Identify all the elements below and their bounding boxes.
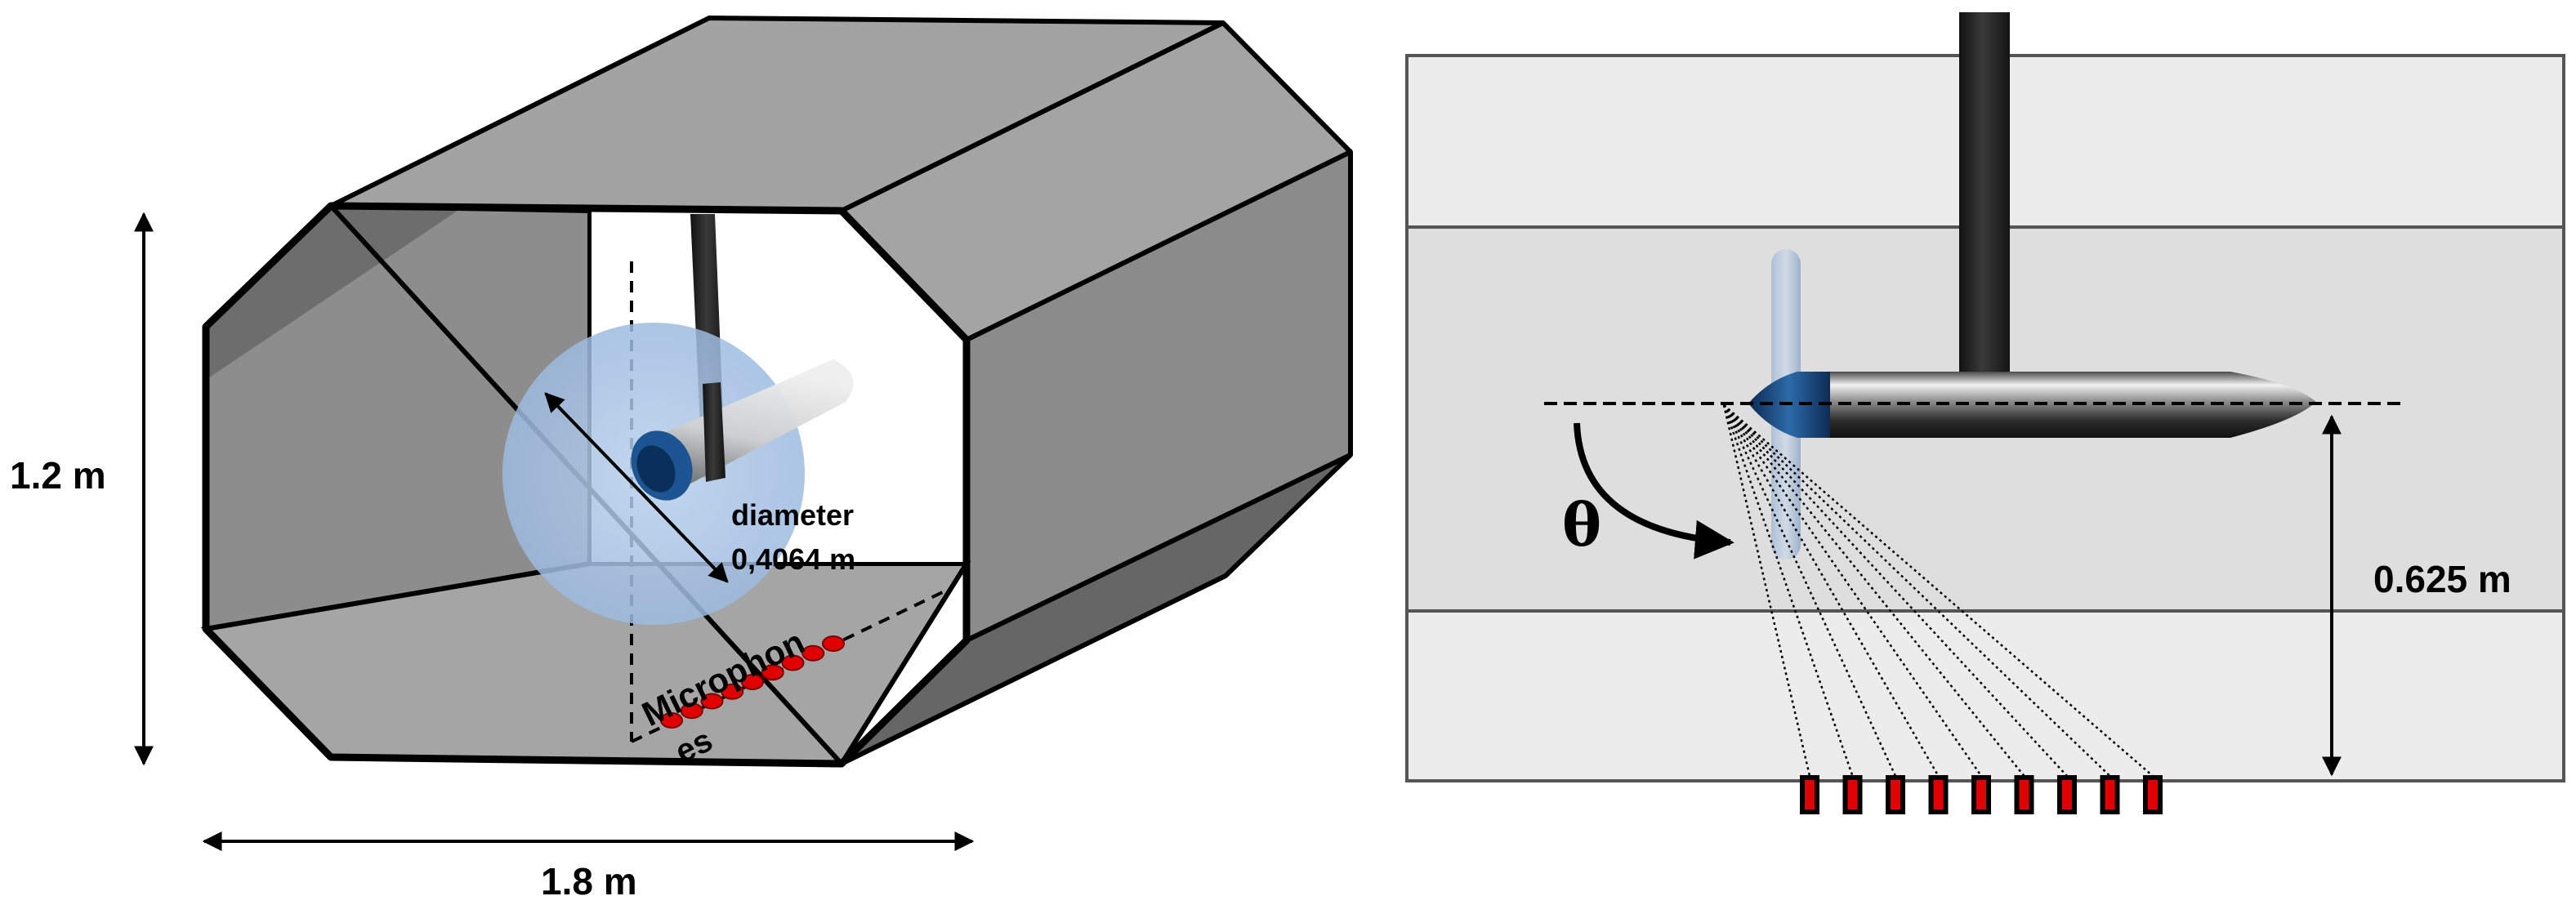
microphone-3d	[741, 674, 764, 690]
microphone-array-3d	[660, 635, 845, 729]
acoustic-ray	[1722, 404, 1854, 777]
height-label: 1.2 m	[10, 454, 106, 497]
distance-label: 0.625 m	[2373, 558, 2511, 600]
acoustic-ray	[1722, 404, 1811, 777]
width-label: 1.8 m	[541, 860, 637, 903]
microphone-side	[2014, 775, 2034, 814]
microphone-side	[1928, 775, 1949, 814]
microphone-3d	[801, 644, 825, 662]
diameter-label-line1: diameter	[731, 498, 854, 532]
microphone-3d	[660, 712, 683, 729]
acoustic-ray-lines	[1722, 404, 2154, 777]
wind-tunnel-3d-view: diameter 0,4064 m Microphon es 1.2 m 1.8…	[10, 16, 1354, 903]
microphone-side	[1800, 775, 1819, 814]
microphone-3d	[761, 664, 784, 681]
wind-tunnel-side-view: θ 0.625 m	[1405, 12, 2565, 814]
acoustic-ray	[1723, 404, 2111, 777]
diameter-arrow	[544, 392, 729, 583]
microphone-side	[2057, 775, 2077, 814]
microphone-side	[1886, 775, 1905, 814]
microphone-side	[2100, 775, 2120, 814]
microphone-3d	[700, 693, 724, 710]
acoustic-ray	[1723, 404, 2068, 777]
diameter-label-line2: 0,4064 m	[731, 542, 855, 576]
acoustic-ray	[1722, 404, 1983, 777]
microphone-array-side	[1800, 775, 2163, 814]
sting-side	[1959, 12, 2010, 378]
microphone-3d	[822, 635, 845, 652]
microphone-3d	[680, 702, 703, 720]
angle-arc	[1574, 422, 1734, 559]
microphone-side	[1842, 775, 1863, 814]
microphone-side	[2143, 775, 2163, 814]
microphone-3d	[781, 654, 805, 671]
microphone-side	[1971, 775, 1991, 814]
microphone-3d	[721, 683, 744, 700]
angle-label: θ	[1562, 490, 1601, 559]
